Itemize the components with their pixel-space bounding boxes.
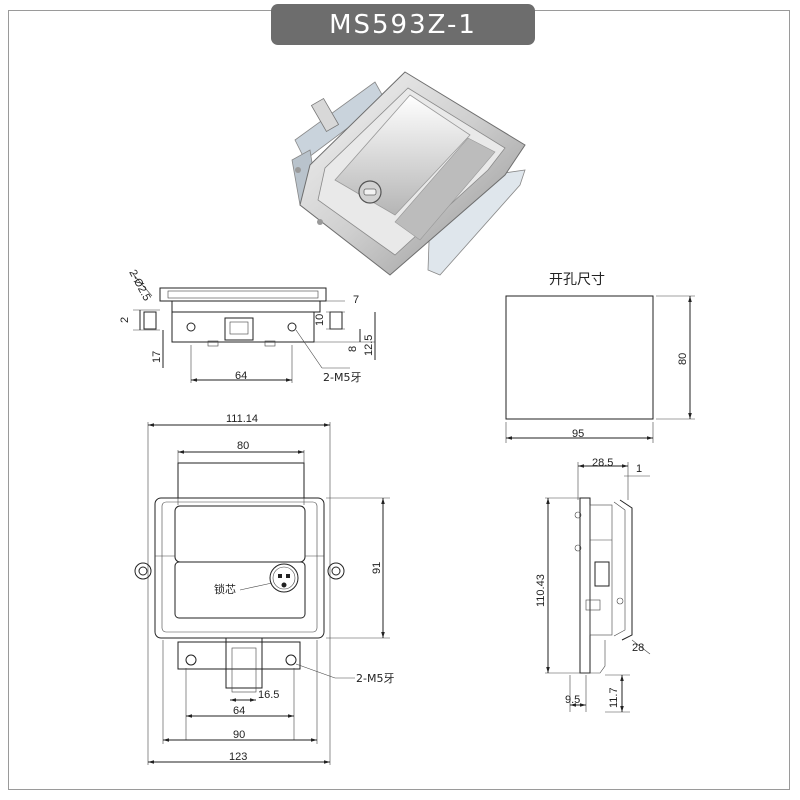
dim-cutout-width: 95 (572, 428, 584, 440)
lock-core-label: 锁芯 (214, 582, 236, 596)
dim-side-28: 28 (632, 642, 644, 654)
dim-side-1: 1 (636, 463, 642, 475)
dim-cutout-height: 80 (677, 353, 689, 365)
dim-side-9-5: 9.5 (565, 694, 580, 706)
dim-front-91: 91 (371, 562, 383, 574)
dim-hole-dia: 2-Ø2.5 (126, 268, 152, 303)
dim-top-10: 10 (314, 314, 326, 326)
dim-side-28-5: 28.5 (592, 457, 613, 469)
dim-top-64: 64 (235, 370, 247, 382)
dim-front-16-5: 16.5 (258, 689, 279, 701)
top-view (132, 273, 376, 383)
dim-front-111: 111.14 (226, 413, 258, 425)
dim-top-7: 7 (353, 294, 359, 306)
dim-front-90: 90 (233, 729, 245, 741)
dim-top-17: 17 (151, 351, 163, 363)
dim-top-8: 8 (347, 346, 359, 352)
dim-top-2: 2 (119, 317, 131, 323)
top-hole-label: 2-M5牙 (323, 371, 361, 384)
front-hole-label: 2-M5牙 (356, 672, 394, 685)
dim-front-123: 123 (229, 751, 247, 763)
cutout-title: 开孔尺寸 (549, 272, 605, 288)
model-title-badge: MS593Z-1 (271, 4, 535, 45)
dim-side-11-7: 11.7 (608, 687, 620, 708)
front-view (134, 422, 390, 765)
side-view (545, 462, 651, 713)
dim-front-80: 80 (237, 440, 249, 452)
dim-front-64: 64 (233, 705, 245, 717)
cutout-view (505, 295, 695, 443)
dim-top-12-5: 12.5 (363, 335, 375, 356)
product-photo (291, 71, 526, 276)
dim-side-110: 110.43 (535, 574, 547, 607)
